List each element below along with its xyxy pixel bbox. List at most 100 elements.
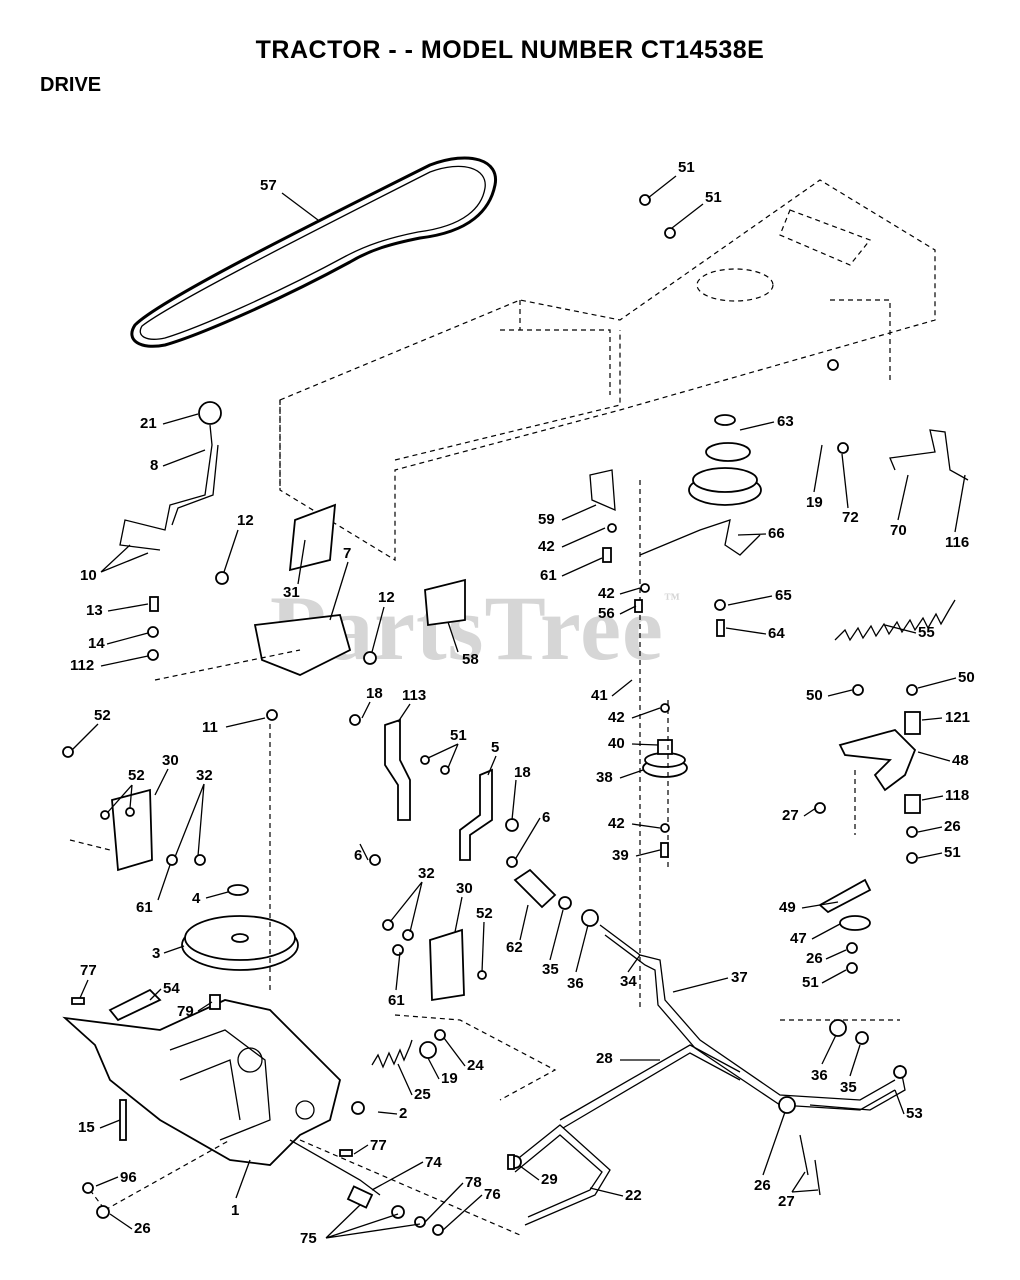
callout-35: 35	[542, 961, 559, 978]
callout-50: 50	[806, 687, 823, 704]
callout-72: 72	[842, 509, 859, 526]
callout-32: 32	[418, 865, 435, 882]
callout-19: 19	[806, 494, 823, 511]
callout-59: 59	[538, 511, 555, 528]
callout-51: 51	[678, 159, 695, 176]
callout-leaders	[71, 175, 966, 1239]
callout-32: 32	[196, 767, 213, 784]
callout-29: 29	[541, 1171, 558, 1188]
callout-26: 26	[754, 1177, 771, 1194]
callout-3: 3	[152, 945, 160, 962]
spacer-118	[904, 794, 921, 814]
callout-51: 51	[450, 727, 467, 744]
callout-62: 62	[506, 939, 523, 956]
callout-52: 52	[128, 767, 145, 784]
callout-56: 56	[598, 605, 615, 622]
bracket-5	[459, 768, 493, 861]
callout-12: 12	[237, 512, 254, 529]
bracket-30a	[111, 788, 153, 872]
callout-8: 8	[150, 457, 158, 474]
bracket-31	[288, 503, 337, 572]
callout-112: 112	[70, 657, 94, 674]
callout-35: 35	[840, 1079, 857, 1096]
callout-78: 78	[465, 1174, 482, 1191]
callout-13: 13	[86, 602, 103, 619]
callout-75: 75	[300, 1230, 317, 1247]
bracket-30b	[429, 928, 465, 1002]
callout-61: 61	[388, 992, 405, 1009]
page-title: TRACTOR - - MODEL NUMBER CT14538E	[255, 36, 765, 64]
pulley-3	[181, 884, 299, 971]
callout-11: 11	[202, 719, 218, 736]
bracket-59	[589, 469, 616, 512]
callout-66: 66	[768, 525, 785, 542]
callout-50: 50	[958, 669, 975, 686]
rod-22	[509, 1124, 611, 1226]
callout-38: 38	[596, 769, 613, 786]
callout-58: 58	[462, 651, 479, 668]
callout-26: 26	[806, 950, 823, 967]
callout-53: 53	[906, 1105, 923, 1122]
callout-27: 27	[778, 1193, 795, 1210]
bracket-113	[384, 718, 411, 821]
callout-36: 36	[811, 1067, 828, 1084]
callout-49: 49	[779, 899, 796, 916]
idler-arm-48	[838, 728, 917, 792]
callout-42: 42	[608, 709, 625, 726]
callout-48: 48	[952, 752, 969, 769]
callout-27: 27	[782, 807, 799, 824]
callout-64: 64	[768, 625, 785, 642]
callout-51: 51	[802, 974, 819, 991]
callout-14: 14	[88, 635, 105, 652]
callout-61: 61	[540, 567, 557, 584]
callout-121: 121	[945, 709, 970, 726]
callout-37: 37	[731, 969, 748, 986]
spring-55	[834, 599, 956, 642]
spacer-62	[513, 868, 557, 909]
callout-77: 77	[370, 1137, 387, 1154]
callout-42: 42	[538, 538, 555, 555]
callout-79: 79	[177, 1003, 194, 1020]
rod-70	[889, 429, 969, 481]
callout-26: 26	[134, 1220, 151, 1237]
callout-7: 7	[343, 545, 351, 562]
callout-26: 26	[944, 818, 961, 835]
callout-113: 113	[402, 687, 426, 704]
callout-18: 18	[366, 685, 383, 702]
callout-36: 36	[567, 975, 584, 992]
callout-63: 63	[777, 413, 794, 430]
bracket-7	[253, 614, 352, 676]
callout-61: 61	[136, 899, 153, 916]
leader-lines	[69, 480, 900, 1236]
callout-1: 1	[231, 1202, 239, 1219]
spacer-121	[904, 711, 921, 735]
callout-24: 24	[467, 1057, 484, 1074]
callout-47: 47	[790, 930, 807, 947]
callout-55: 55	[918, 624, 935, 641]
rod-28	[559, 1044, 741, 1121]
callout-22: 22	[625, 1187, 642, 1204]
callout-labels: 57 51 51 21 8 10 12 31 7 12 13 14 112 58…	[70, 159, 975, 1247]
callout-51: 51	[944, 844, 961, 861]
callout-30: 30	[162, 752, 179, 769]
callout-5: 5	[491, 739, 499, 756]
bracket-58	[424, 578, 466, 627]
callout-30: 30	[456, 880, 473, 897]
callout-6: 6	[542, 809, 550, 826]
callout-65: 65	[775, 587, 792, 604]
transaxle	[62, 999, 381, 1196]
callout-96: 96	[120, 1169, 137, 1186]
section-heading: DRIVE	[40, 74, 102, 96]
callout-25: 25	[414, 1086, 431, 1103]
callout-19: 19	[441, 1070, 458, 1087]
pulley-47	[818, 878, 872, 931]
callout-57: 57	[260, 177, 277, 194]
drive-belt	[130, 156, 497, 348]
rod-34-37	[599, 924, 896, 1101]
callout-15: 15	[78, 1119, 95, 1136]
pulley-38	[642, 739, 688, 778]
shift-lever	[119, 401, 222, 551]
rod-66	[639, 519, 761, 556]
callout-51: 51	[705, 189, 722, 206]
idler-pulley-63	[688, 414, 762, 506]
